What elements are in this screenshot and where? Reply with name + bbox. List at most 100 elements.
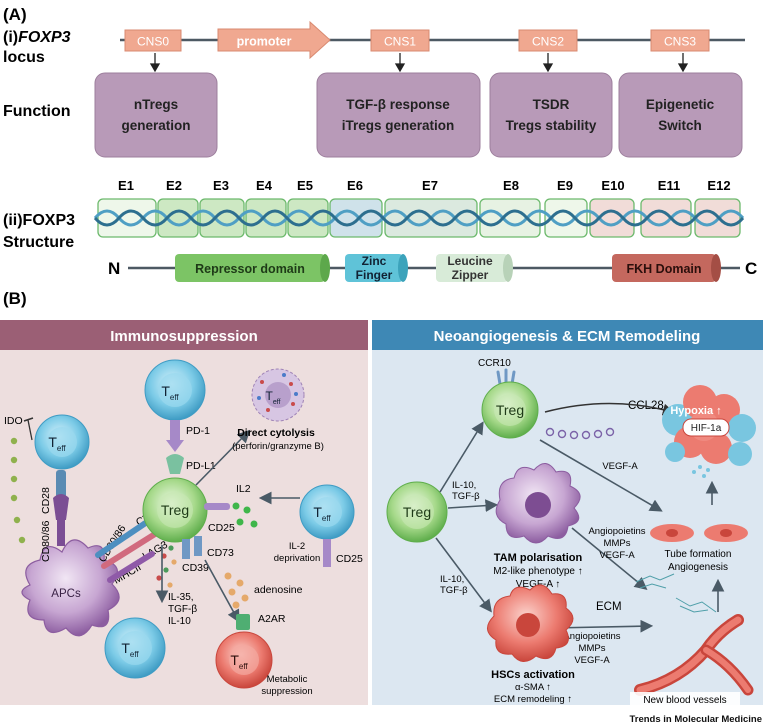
il10b-l2: TGF-β [440,585,468,596]
ido-inhibit-bar [23,417,34,422]
exon-label: E7 [422,178,438,193]
function-tsdr-l2: Tregs stability [506,118,597,133]
treg-cell-left: Treg [142,477,208,543]
cd39-cd73-receptors [182,536,202,559]
endothelial-cells [650,524,748,542]
a2ar-receptor [236,614,250,630]
arrow-treg-to-hsc [435,537,492,613]
exon-label: E2 [166,178,182,193]
arrow-tam-to-ecm [571,527,648,591]
cns0-label: CNS0 [137,35,169,49]
tam-cell [495,463,581,544]
exon-label: E6 [347,178,363,193]
cns-down-arrows [149,53,689,73]
dna-helix [93,209,745,227]
cd25-label: CD25 [208,522,235,534]
exon-label: E3 [213,178,229,193]
exon-label: E4 [256,178,273,193]
hsc-cell [487,584,574,662]
locus-title-line2: locus [3,49,45,66]
hsc-l1: α-SMA ↑ [515,682,551,693]
cns0-box: CNS0 [124,29,182,52]
repressor-domain: Repressor domain [175,254,330,282]
angio1-l1: Angiopoietins [588,526,645,537]
cd39-label: CD39 [182,562,209,574]
panel-b-label: (B) [3,289,27,308]
metabolic-l1: Metabolic [267,674,308,685]
dying-teff-cell: Teff [251,368,305,422]
ccr10-label: CCR10 [478,358,511,369]
ecm-label: ECM [596,601,622,613]
ecm-fibers [635,573,717,613]
hsc-title: HSCs activation [491,669,575,681]
function-box-ntregs: nTregs generation [94,72,218,158]
il10b-l1: IL-10, [440,574,464,585]
angio2-l2: MMPs [579,643,606,654]
teff-label: Teff [48,434,66,453]
teff-label: Teff [161,383,179,402]
adenosine-label: adenosine [254,584,303,596]
panel-a-label: (A) [3,5,27,24]
fkh-domain: FKH Domain [612,254,721,282]
vessels-label: New blood vessels [643,695,726,706]
pdl1-ligand [166,454,184,474]
left-header-bar [0,320,368,350]
c-terminus: C [745,259,757,278]
apc-label: APCs [51,588,81,600]
hypoxia-label: Hypoxia ↑ [670,405,721,417]
angio2-l3: VEGF-A [574,655,610,666]
pd1-receptor [170,420,180,440]
direct-cytolysis-label: Direct cytolysis [237,427,315,439]
ido-dots [10,437,26,544]
angio1-l2: MMPs [604,538,631,549]
exon-label: E8 [503,178,519,193]
hypoxia-droplets [692,465,710,478]
leucine-label-l1: Leucine [447,254,493,268]
function-ntregs-l2: generation [121,118,190,133]
teff-cell-red: Teff [215,631,273,689]
apc-cell: APCs [21,539,120,637]
fkh-label: FKH Domain [627,262,702,276]
tam-l1: M2-like phenotype ↑ [493,566,583,577]
arrow-treg-to-tam [447,499,499,512]
blood-vessels [634,614,754,696]
treg-label: Treg [496,402,524,418]
treg-cell-right: Treg [386,481,448,543]
teff-label: Teff [121,640,139,659]
exon-label: E9 [557,178,573,193]
vegfa-label: VEGF-A [602,461,638,472]
il2dep-l1: IL-2 [289,541,305,552]
arrow-to-red-teff [204,559,240,623]
exon-label: E5 [297,178,313,193]
metabolic-l2: suppression [261,686,312,697]
arrow-treg-to-ccr10 [439,421,484,493]
ido-inhibition [27,419,33,441]
cns2-box: CNS2 [518,29,578,52]
vessels-label-bg [630,692,740,706]
ido-label: IDO [4,415,23,427]
teff-label: Teff [230,652,248,671]
il35-l3: IL-10 [168,616,191,627]
n-terminus: N [108,259,120,278]
footer-journal: Trends in Molecular Medicine [629,714,762,725]
il10a-l2: TGF-β [452,491,480,502]
teff-label: Teff [313,504,331,523]
function-box-epigenetic: Epigenetic Switch [618,72,743,158]
ccl28-arrow [544,402,675,416]
locus-gene: FOXP3 [18,29,71,46]
arrow-ccr10-to-tube [539,439,663,512]
il2dep-l2: deprivation [274,553,320,564]
left-header: Immunosuppression [110,328,258,345]
perforin-label: (perforin/granzyme B) [232,441,324,452]
a2ar-label: A2AR [258,613,286,625]
hsc-l2: ECM remodeling ↑ [494,694,572,705]
hif-badge [682,418,730,437]
cd8086-ligand [53,494,69,520]
il2-label: IL2 [236,483,251,495]
function-box-tsdr: TSDR Tregs stability [489,72,613,158]
tube-l1: Tube formation [665,549,732,560]
cns3-box: CNS3 [650,29,710,52]
function-tsdr-l1: TSDR [533,97,570,112]
cd25-receptor-teff [323,539,331,567]
